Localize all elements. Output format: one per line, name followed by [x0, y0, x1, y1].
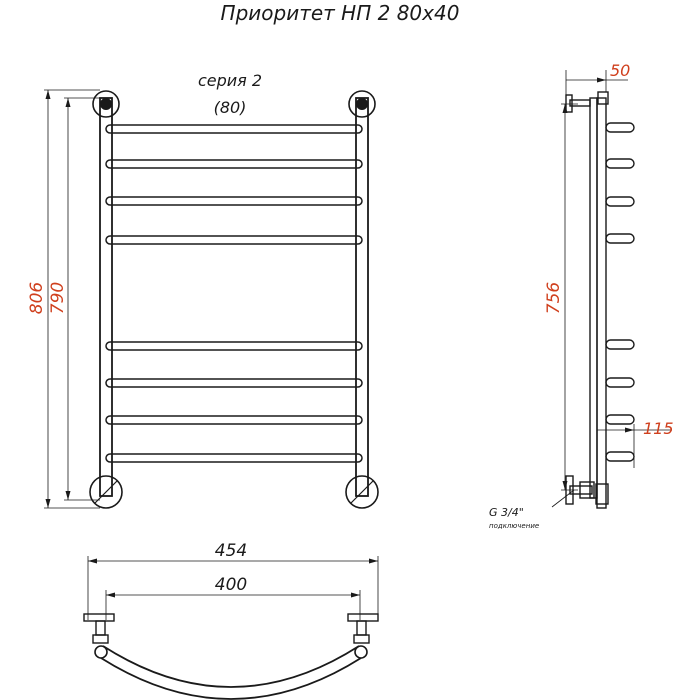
right-flange — [347, 613, 379, 659]
connection-note: подключение — [489, 522, 539, 530]
side-rail — [605, 451, 635, 462]
dim-400-label: 400 — [215, 575, 247, 595]
series-label: серия 2 — [198, 71, 262, 90]
dim-115-label: 115 — [643, 419, 674, 438]
dim-wall-offset: 50 — [565, 61, 630, 95]
front-view: серия 2 (80) — [27, 71, 379, 509]
rail — [105, 124, 363, 134]
left-flange — [83, 613, 115, 659]
right-post — [355, 97, 369, 497]
top-view: 454 400 — [83, 541, 379, 700]
side-rail — [605, 339, 635, 350]
side-view: 50 756 115 G 3/4" подключение — [489, 61, 674, 530]
side-post-front — [596, 97, 607, 509]
top-right-mount — [348, 90, 376, 118]
side-rail — [605, 122, 635, 133]
rail — [105, 341, 363, 351]
rails — [105, 124, 363, 463]
dim-756-label: 756 — [544, 282, 564, 315]
side-post-back — [589, 97, 598, 499]
rail — [105, 235, 363, 245]
side-rail — [605, 158, 635, 169]
side-top-bracket — [565, 91, 609, 113]
connection-thread: G 3/4" — [489, 506, 524, 519]
curved-rail — [100, 645, 362, 700]
dim-790-label: 790 — [48, 282, 68, 314]
left-post — [99, 97, 113, 497]
rail — [105, 378, 363, 388]
side-rail — [605, 233, 635, 244]
dim-axis-height: 790 — [48, 97, 100, 501]
dim-total-width: 454 — [87, 541, 379, 620]
series-value: (80) — [214, 98, 247, 117]
rail — [105, 196, 363, 206]
dim-454-label: 454 — [215, 541, 247, 561]
dim-806-label: 806 — [27, 282, 47, 315]
dim-total-height: 806 — [27, 89, 100, 509]
rail — [105, 159, 363, 169]
side-rail — [605, 196, 635, 207]
side-rail — [605, 414, 635, 425]
side-rail — [605, 377, 635, 388]
dim-side-axis-height: 756 — [544, 103, 578, 491]
dim-bottom-offset: 115 — [597, 419, 674, 468]
rail — [105, 415, 363, 425]
top-left-mount — [92, 90, 120, 118]
dim-50-label: 50 — [610, 61, 630, 80]
side-rails — [605, 122, 635, 462]
bottom-right-mount — [345, 475, 379, 509]
rail — [105, 453, 363, 463]
dim-axis-width: 400 — [105, 575, 361, 620]
connection-callout: G 3/4" подключение — [489, 489, 575, 530]
drawing-title: Приоритет НП 2 80х40 — [221, 1, 460, 25]
bottom-left-mount — [89, 475, 123, 509]
